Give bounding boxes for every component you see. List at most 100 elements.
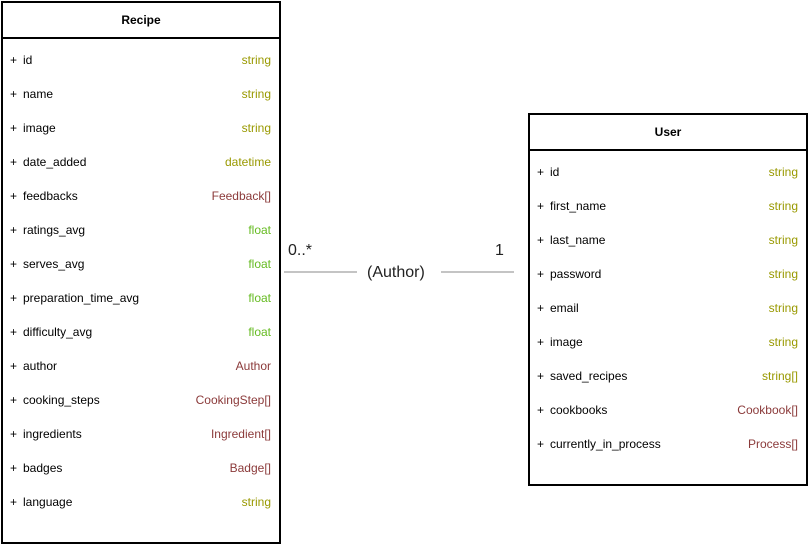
field-type: string bbox=[768, 199, 798, 213]
recipe-field-row: + name string bbox=[3, 77, 279, 111]
user-entity-title: User bbox=[530, 115, 806, 151]
user-field-row: + password string bbox=[530, 257, 806, 291]
field-name: author bbox=[23, 359, 58, 373]
recipe-field-row: + badges Badge[] bbox=[3, 451, 279, 485]
visibility-marker: + bbox=[10, 53, 18, 67]
recipe-multiplicity: 0..* bbox=[288, 242, 313, 259]
field-type: float bbox=[248, 291, 271, 305]
visibility-marker: + bbox=[10, 461, 18, 475]
user-field-row: + first_name string bbox=[530, 189, 806, 223]
visibility-marker: + bbox=[537, 301, 545, 315]
visibility-marker: + bbox=[537, 199, 545, 213]
field-type: string bbox=[768, 267, 798, 281]
visibility-marker: + bbox=[537, 267, 545, 281]
visibility-marker: + bbox=[537, 437, 545, 451]
field-name: ratings_avg bbox=[23, 223, 86, 237]
relationship-label: (Author) bbox=[367, 264, 425, 281]
visibility-marker: + bbox=[10, 359, 18, 373]
recipe-field-row: + image string bbox=[3, 111, 279, 145]
relationship-line-right bbox=[441, 271, 514, 273]
visibility-marker: + bbox=[10, 87, 18, 101]
recipe-field-row: + difficulty_avg float bbox=[3, 315, 279, 349]
recipe-field-row: + ingredients Ingredient[] bbox=[3, 417, 279, 451]
recipe-entity-title: Recipe bbox=[3, 3, 279, 39]
visibility-marker: + bbox=[537, 369, 545, 383]
field-name: id bbox=[23, 53, 33, 67]
user-multiplicity: 1 bbox=[495, 242, 504, 259]
relationship-line-left bbox=[284, 271, 357, 273]
recipe-field-row: + cooking_steps CookingStep[] bbox=[3, 383, 279, 417]
field-type: string bbox=[241, 53, 271, 67]
field-name: language bbox=[23, 495, 73, 509]
field-name: currently_in_process bbox=[550, 437, 661, 451]
field-type: float bbox=[248, 257, 271, 271]
user-field-row: + last_name string bbox=[530, 223, 806, 257]
field-name: ingredients bbox=[23, 427, 82, 441]
visibility-marker: + bbox=[10, 121, 18, 135]
field-type: string bbox=[241, 495, 271, 509]
recipe-field-row: + language string bbox=[3, 485, 279, 519]
visibility-marker: + bbox=[537, 335, 545, 349]
field-name: cookbooks bbox=[550, 403, 608, 417]
field-name: image bbox=[550, 335, 583, 349]
visibility-marker: + bbox=[10, 257, 18, 271]
field-type: string[] bbox=[761, 369, 798, 383]
field-type: Author bbox=[235, 359, 271, 373]
field-name: difficulty_avg bbox=[23, 325, 93, 339]
field-type: string bbox=[241, 87, 271, 101]
visibility-marker: + bbox=[10, 427, 18, 441]
field-type: Ingredient[] bbox=[210, 427, 271, 441]
field-type: Feedback[] bbox=[211, 189, 271, 203]
field-type: string bbox=[768, 301, 798, 315]
field-name: preparation_time_avg bbox=[23, 291, 140, 305]
field-name: serves_avg bbox=[23, 257, 85, 271]
field-name: image bbox=[23, 121, 56, 135]
field-type: Badge[] bbox=[229, 461, 271, 475]
user-field-row: + currently_in_process Process[] bbox=[530, 427, 806, 461]
visibility-marker: + bbox=[10, 495, 18, 509]
visibility-marker: + bbox=[10, 155, 18, 169]
field-name: name bbox=[23, 87, 54, 101]
recipe-field-row: + id string bbox=[3, 43, 279, 77]
field-name: cooking_steps bbox=[23, 393, 100, 407]
recipe-field-list: + id string + name string + image string + date_ad… bbox=[3, 39, 279, 519]
field-type: Cookbook[] bbox=[737, 403, 798, 417]
visibility-marker: + bbox=[10, 189, 18, 203]
user-field-row: + image string bbox=[530, 325, 806, 359]
field-type: float bbox=[248, 223, 271, 237]
field-name: date_added bbox=[23, 155, 87, 169]
field-name: badges bbox=[23, 461, 63, 475]
recipe-field-row: + preparation_time_avg float bbox=[3, 281, 279, 315]
recipe-field-row: + date_added datetime bbox=[3, 145, 279, 179]
field-name: email bbox=[550, 301, 579, 315]
field-type: string bbox=[241, 121, 271, 135]
field-name: last_name bbox=[550, 233, 606, 247]
field-type: float bbox=[248, 325, 271, 339]
field-type: string bbox=[768, 233, 798, 247]
visibility-marker: + bbox=[10, 223, 18, 237]
field-name: password bbox=[550, 267, 602, 281]
recipe-field-row: + ratings_avg float bbox=[3, 213, 279, 247]
recipe-field-row: + author Author bbox=[3, 349, 279, 383]
field-name: id bbox=[550, 165, 560, 179]
visibility-marker: + bbox=[537, 403, 545, 417]
recipe-field-row: + serves_avg float bbox=[3, 247, 279, 281]
visibility-marker: + bbox=[10, 325, 18, 339]
recipe-field-row: + feedbacks Feedback[] bbox=[3, 179, 279, 213]
field-name: first_name bbox=[550, 199, 607, 213]
visibility-marker: + bbox=[10, 393, 18, 407]
field-type: CookingStep[] bbox=[195, 393, 271, 407]
visibility-marker: + bbox=[537, 233, 545, 247]
field-type: string bbox=[768, 335, 798, 349]
field-name: feedbacks bbox=[23, 189, 78, 203]
user-field-row: + email string bbox=[530, 291, 806, 325]
field-type: string bbox=[768, 165, 798, 179]
field-type: Process[] bbox=[747, 437, 798, 451]
visibility-marker: + bbox=[10, 291, 18, 305]
field-type: datetime bbox=[224, 155, 271, 169]
